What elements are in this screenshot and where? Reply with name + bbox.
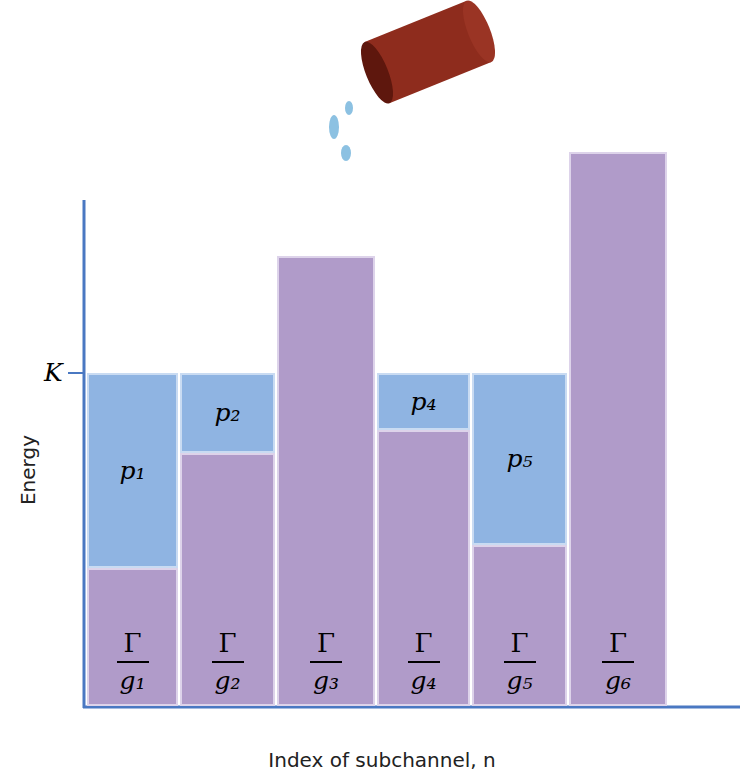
power-label: p₂ (214, 399, 240, 427)
fraction-numerator: Γ (218, 629, 236, 658)
level-tick (68, 372, 84, 374)
fraction-denominator: g₆ (605, 667, 631, 695)
power-allocation: p₁ (87, 373, 178, 568)
fraction-denominator: g₂ (214, 667, 240, 695)
noise-level-bar: Γg₆ (569, 152, 667, 706)
water-drop (345, 101, 353, 115)
noise-level-bar: Γg₁ (87, 568, 178, 706)
fraction-bar (602, 661, 634, 663)
fraction-bar (310, 661, 342, 663)
power-label: p₁ (119, 457, 145, 485)
fraction-bar (504, 661, 536, 663)
fraction-denominator: g₃ (313, 667, 339, 695)
fraction-denominator: g₄ (410, 667, 436, 695)
x-axis-title: Index of subchannel, n (268, 748, 495, 772)
pouring-bucket (354, 0, 501, 107)
fraction-numerator: Γ (123, 629, 141, 658)
noise-level-bar: Γg₄ (377, 430, 470, 706)
bucket-opening (354, 38, 399, 107)
y-axis (83, 200, 86, 708)
fraction-denominator: g₅ (506, 667, 532, 695)
fraction-bar (212, 661, 244, 663)
fraction-numerator: Γ (317, 629, 335, 658)
bucket-bottom (456, 0, 501, 66)
fraction-denominator: g₁ (119, 667, 145, 695)
water-drop (329, 115, 339, 139)
power-label: p₅ (506, 445, 532, 473)
noise-level-bar: Γg₅ (472, 545, 567, 706)
fraction-numerator: Γ (510, 629, 528, 658)
fraction-bar (408, 661, 440, 663)
fraction-bar (117, 661, 149, 663)
level-label: K (44, 358, 63, 387)
water-drop (341, 145, 351, 161)
noise-level-bar: Γg₃ (277, 256, 375, 706)
fraction-numerator: Γ (609, 629, 627, 658)
noise-level-bar: Γg₂ (180, 453, 275, 706)
power-allocation: p₄ (377, 373, 470, 430)
power-allocation: p₂ (180, 373, 275, 453)
y-axis-title: Energy (16, 435, 40, 505)
fraction-numerator: Γ (414, 629, 432, 658)
power-allocation: p₅ (472, 373, 567, 545)
power-label: p₄ (410, 388, 436, 416)
